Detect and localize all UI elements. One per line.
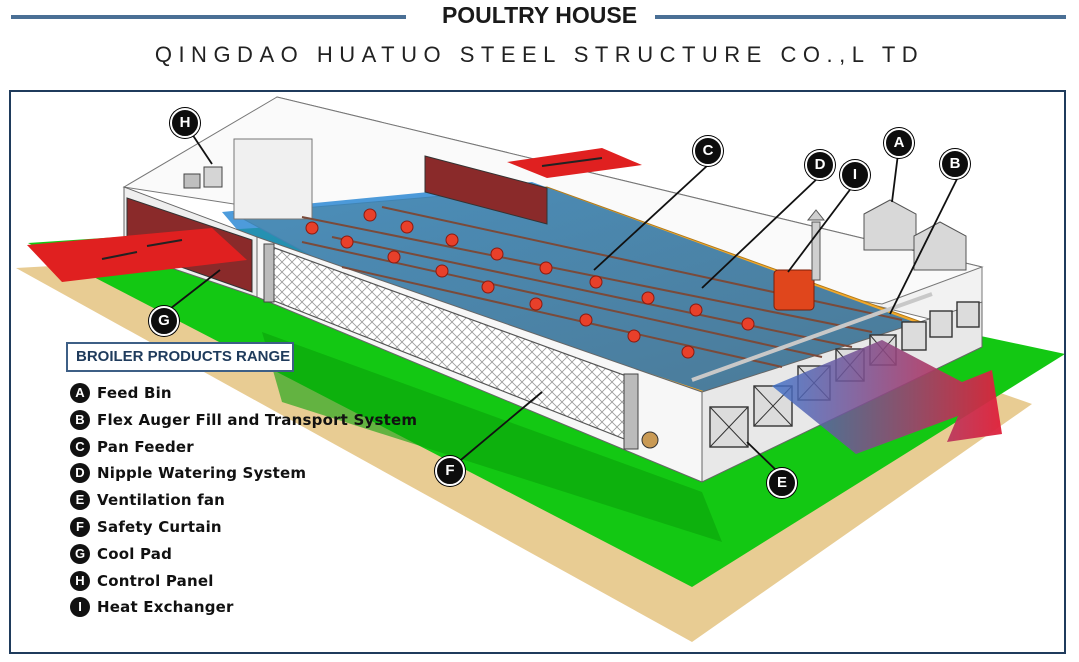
intake-arrow — [27, 228, 247, 282]
legend-key: E — [70, 490, 90, 511]
legend-label: Ventilation fan — [97, 491, 226, 510]
legend-key: H — [70, 570, 90, 591]
feeder-lines — [301, 206, 903, 368]
roof-intake-mark — [541, 157, 603, 167]
legend-key: D — [70, 463, 90, 484]
callout-f: F — [435, 456, 465, 486]
legend-label: Flex Auger Fill and Transport System — [97, 410, 418, 429]
poultry-house-illustration — [16, 96, 1064, 642]
legend-key: I — [70, 597, 90, 618]
control-panel — [203, 166, 223, 188]
legend-key: F — [70, 517, 90, 537]
roof-intake-arrow — [507, 148, 642, 178]
callout-d: D — [805, 150, 835, 180]
curtain-post-left — [263, 243, 275, 303]
callout-c: C — [693, 136, 723, 166]
header-rule-right — [655, 15, 1066, 19]
legend-label: Feed Bin — [97, 384, 172, 402]
control-panel-box — [183, 173, 201, 189]
legend-key: B — [70, 409, 90, 430]
intake-arrow-mark — [101, 239, 183, 260]
callout-b: B — [940, 149, 970, 179]
heat-exchanger — [773, 269, 815, 311]
callout-g: G — [149, 306, 179, 336]
legend-key: G — [70, 543, 90, 564]
feed-bins — [863, 199, 967, 271]
callout-h: H — [170, 108, 200, 138]
legend-label: Cool Pad — [97, 544, 173, 563]
curtain-post — [623, 373, 639, 450]
air-flow — [222, 182, 982, 402]
legend-label: Heat Exchanger — [97, 598, 234, 617]
heat-exchanger-cap — [806, 209, 826, 221]
legend-label: Safety Curtain — [97, 518, 222, 536]
end-door — [233, 138, 313, 220]
company-name: QINGDAO HUATUO STEEL STRUCTURE CO.,L TD — [154, 42, 925, 67]
callout-e: E — [767, 468, 797, 498]
page-title: POULTRY HOUSE — [441, 2, 638, 28]
heat-exchanger-pipe — [811, 221, 821, 281]
curtain-winch — [641, 431, 659, 449]
header-rule-left — [11, 15, 406, 19]
legend-label: Nipple Watering System — [97, 464, 307, 483]
legend-label: Control Panel — [97, 571, 214, 590]
legend-title: BROILER PRODUCTS RANGE — [66, 342, 294, 372]
building-shadow — [262, 332, 722, 542]
callout-leaders — [165, 133, 958, 473]
legend-key: C — [70, 436, 90, 457]
legend-key: A — [70, 383, 90, 403]
callout-i: I — [840, 160, 870, 190]
legend-label: Pan Feeder — [97, 437, 194, 456]
exhaust-arrow — [772, 340, 1002, 454]
callout-a: A — [884, 128, 914, 158]
diagram-frame: A B C D I H G F E — [9, 90, 1066, 654]
pan-feeders — [305, 208, 755, 359]
cool-pad-back — [424, 155, 548, 225]
